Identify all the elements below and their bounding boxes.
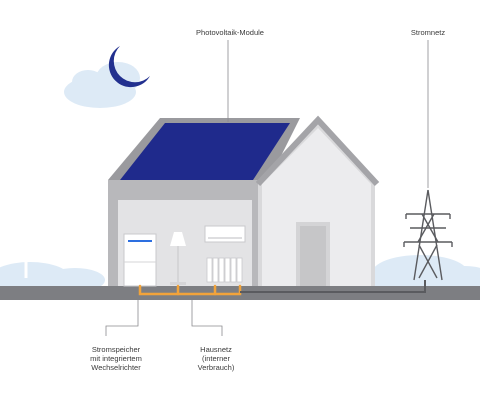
house-grid-label: Hausnetz (interner Verbrauch) bbox=[197, 345, 235, 372]
grid-label: Stromnetz bbox=[410, 28, 446, 37]
battery-storage-icon bbox=[123, 233, 157, 287]
radiator-icon bbox=[206, 257, 243, 283]
power-pylon-icon bbox=[403, 189, 453, 281]
storage-label: Stromspeicher mit integriertem Wechselri… bbox=[90, 345, 142, 372]
house-wiring bbox=[138, 284, 242, 296]
floor-lamp-icon bbox=[170, 232, 186, 285]
leader-lines bbox=[105, 40, 429, 336]
wind-turbine-icon bbox=[4, 204, 48, 278]
pv-modules-label: Photovoltaik-Module bbox=[196, 28, 264, 37]
ground-clouds-right bbox=[366, 255, 480, 291]
pv-panel bbox=[120, 123, 290, 180]
grid-connection-line bbox=[240, 280, 426, 293]
air-conditioner-icon bbox=[204, 225, 246, 243]
moon-icon bbox=[108, 46, 150, 88]
